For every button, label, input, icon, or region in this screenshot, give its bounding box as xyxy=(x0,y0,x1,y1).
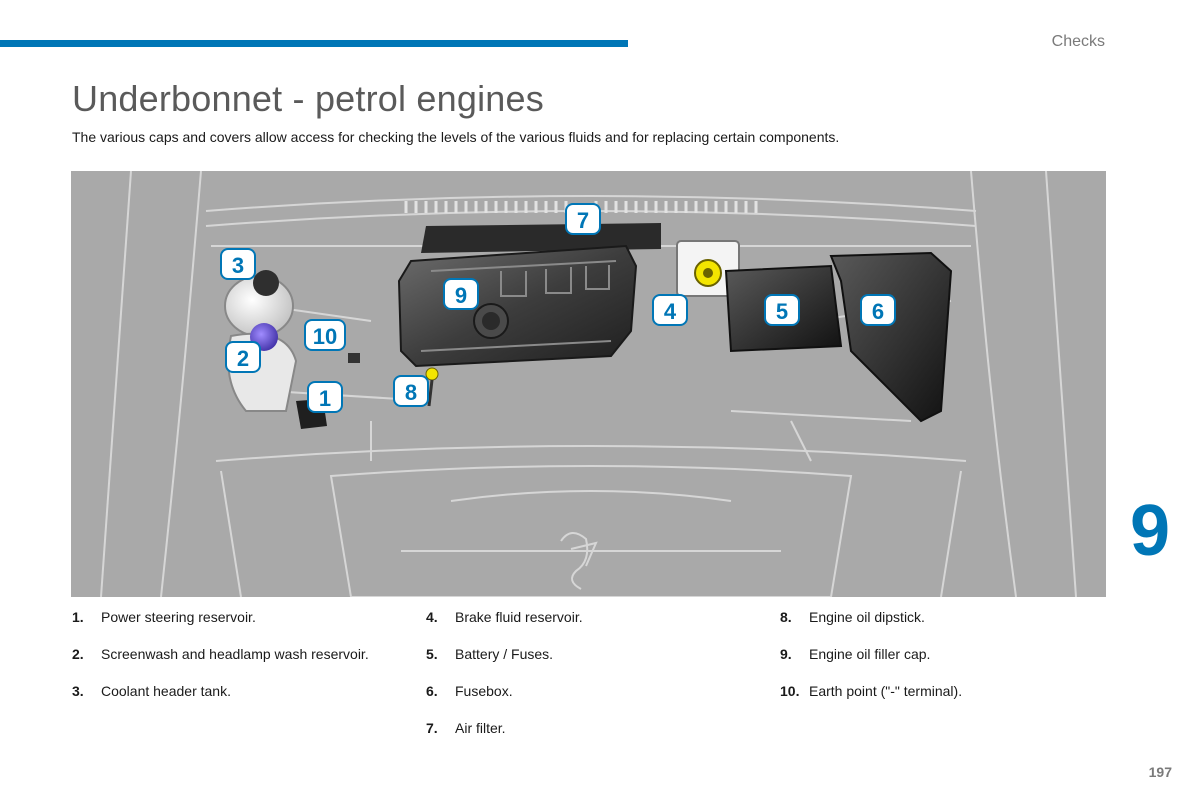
legend-number: 4. xyxy=(426,609,438,625)
callout-9: 9 xyxy=(443,278,479,310)
legend-number: 1. xyxy=(72,609,84,625)
page-title: Underbonnet - petrol engines xyxy=(72,78,544,119)
engine-bay-illustration: 3 2 1 10 9 8 7 4 xyxy=(71,171,1106,597)
callout-8: 8 xyxy=(393,375,429,407)
earth-point xyxy=(348,353,360,363)
grille-slats xyxy=(404,201,758,213)
callout-6: 6 xyxy=(860,294,896,326)
engine-cover xyxy=(397,244,638,368)
callout-8-label: 8 xyxy=(405,380,417,405)
callout-10: 10 xyxy=(304,319,346,351)
legend-number: 8. xyxy=(780,609,792,625)
legend-text: Battery / Fuses. xyxy=(455,646,554,662)
callout-7: 7 xyxy=(565,203,601,235)
callout-6-label: 6 xyxy=(872,299,884,324)
legend-text: Power steering reservoir. xyxy=(101,609,256,625)
legend-number: 10. xyxy=(780,683,800,699)
callout-9-label: 9 xyxy=(455,283,467,308)
callout-4-label: 4 xyxy=(664,299,677,324)
callout-2-label: 2 xyxy=(237,346,249,371)
legend-number: 9. xyxy=(780,646,792,662)
legend-text: Fusebox. xyxy=(455,683,513,699)
legend-number: 6. xyxy=(426,683,438,699)
callout-2: 2 xyxy=(225,341,261,373)
legend-number: 5. xyxy=(426,646,438,662)
legend-text: Earth point ("-" terminal). xyxy=(809,683,963,699)
callout-1: 1 xyxy=(307,381,343,413)
callout-5: 5 xyxy=(764,294,800,326)
callout-3-label: 3 xyxy=(232,253,244,278)
chapter-number: 9 xyxy=(1129,491,1170,571)
callout-3: 3 xyxy=(220,248,256,280)
callout-5-label: 5 xyxy=(776,299,788,324)
legend-text: Screenwash and headlamp wash reservoir. xyxy=(101,646,369,662)
legend-text: Engine oil dipstick. xyxy=(809,609,925,625)
legend-text: Air filter. xyxy=(455,720,506,736)
callout-7-label: 7 xyxy=(577,208,589,233)
callout-4: 4 xyxy=(652,294,688,326)
fusebox xyxy=(829,251,953,423)
intro-text: The various caps and covers allow access… xyxy=(72,129,840,145)
section-label: Checks xyxy=(1051,33,1105,50)
legend-number: 2. xyxy=(72,646,84,662)
callout-1-label: 1 xyxy=(319,386,331,411)
legend-text: Engine oil filler cap. xyxy=(809,646,931,662)
legend-text: Coolant header tank. xyxy=(101,683,231,699)
header-accent-bar xyxy=(0,40,628,47)
legend-number: 3. xyxy=(72,683,84,699)
callout-10-label: 10 xyxy=(313,324,337,349)
legend-number: 7. xyxy=(426,720,438,736)
lion-emblem-icon xyxy=(560,532,598,590)
page-number: 197 xyxy=(1148,764,1172,780)
legend-text: Brake fluid reservoir. xyxy=(455,609,583,625)
dipstick-handle xyxy=(425,367,439,381)
air-filter-housing xyxy=(421,223,661,253)
